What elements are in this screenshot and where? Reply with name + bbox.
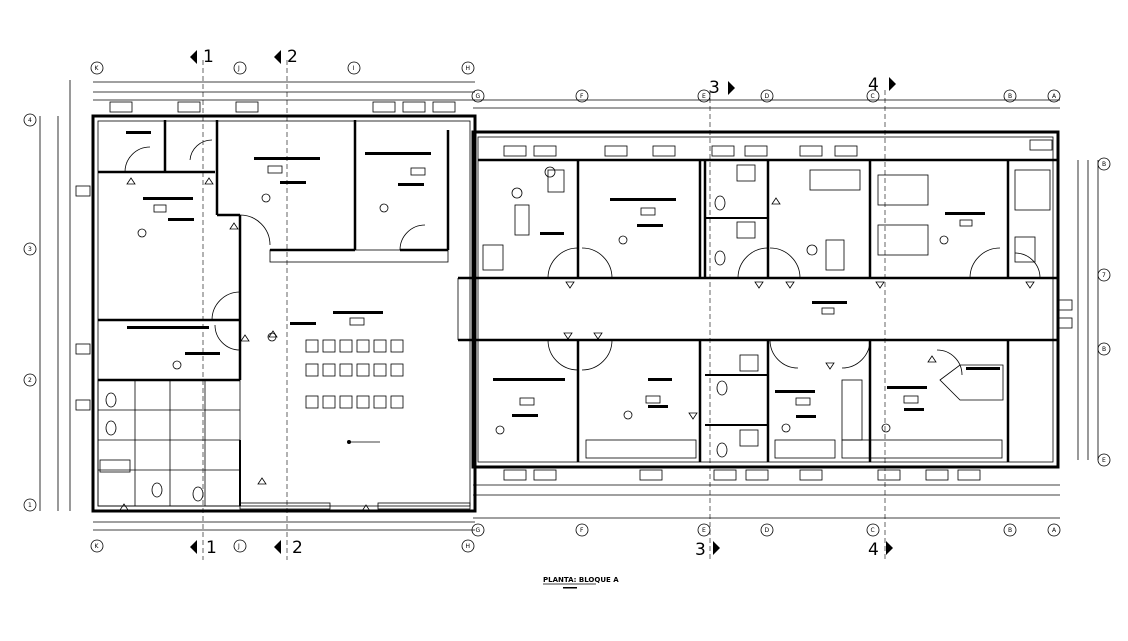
waiting-room-seats xyxy=(305,339,404,409)
grid-I-top: I xyxy=(353,65,355,72)
grid-E-bottom: E xyxy=(702,527,706,534)
bathroom-tiles xyxy=(97,379,241,507)
section-mark-3-bottom: 3 xyxy=(695,540,706,560)
grid-row-right-2: 7 xyxy=(1102,272,1106,279)
grid-row-3: 3 xyxy=(28,246,32,253)
grid-A-bottom: A xyxy=(1052,527,1057,534)
grid-J-top: J xyxy=(237,65,240,72)
section-mark-2-top: 2 xyxy=(287,47,298,67)
grid-C-top: C xyxy=(871,93,875,100)
grid-D-top: D xyxy=(765,93,770,100)
grid-row-right-3: B xyxy=(1102,346,1106,353)
grid-H-bottom: H xyxy=(466,543,471,550)
grid-row-right-1: B xyxy=(1102,161,1106,168)
left-block xyxy=(39,80,477,531)
grid-row-right-4: E xyxy=(1102,457,1106,464)
right-block xyxy=(457,99,1099,519)
grid-K-top: K xyxy=(95,65,100,72)
grid-row-1: 1 xyxy=(28,502,32,509)
grid-J-bottom: J xyxy=(237,543,240,550)
section-mark-3-top: 3 xyxy=(709,78,720,98)
grid-B-bottom: B xyxy=(1008,527,1012,534)
grid-B-top: B xyxy=(1008,93,1012,100)
section-mark-2-bottom: 2 xyxy=(292,538,303,558)
drawing-title: PLANTA: BLOQUE A xyxy=(543,576,619,584)
section-mark-1-bottom: 1 xyxy=(206,538,217,558)
grid-F-bottom: F xyxy=(580,527,584,534)
grid-A-top: A xyxy=(1052,93,1057,100)
grid-G-bottom: G xyxy=(476,527,481,534)
grid-bubbles: K J I H K J H G F E D C B A G F E xyxy=(23,61,1111,553)
grid-row-4: 4 xyxy=(28,117,32,124)
grid-G-top: G xyxy=(476,93,481,100)
grid-row-2: 2 xyxy=(28,377,32,384)
grid-H-top: H xyxy=(466,65,471,72)
grid-F-top: F xyxy=(580,93,584,100)
section-mark-4-bottom: 4 xyxy=(868,540,879,560)
section-mark-1-top: 1 xyxy=(203,47,214,67)
grid-D-bottom: D xyxy=(765,527,770,534)
section-mark-4-top: 4 xyxy=(868,75,879,95)
grid-C-bottom: C xyxy=(871,527,875,534)
grid-K-bottom: K xyxy=(95,543,100,550)
grid-E-top: E xyxy=(702,93,706,100)
section-cut-lines: 1 2 3 4 1 2 3 4 xyxy=(190,47,896,560)
